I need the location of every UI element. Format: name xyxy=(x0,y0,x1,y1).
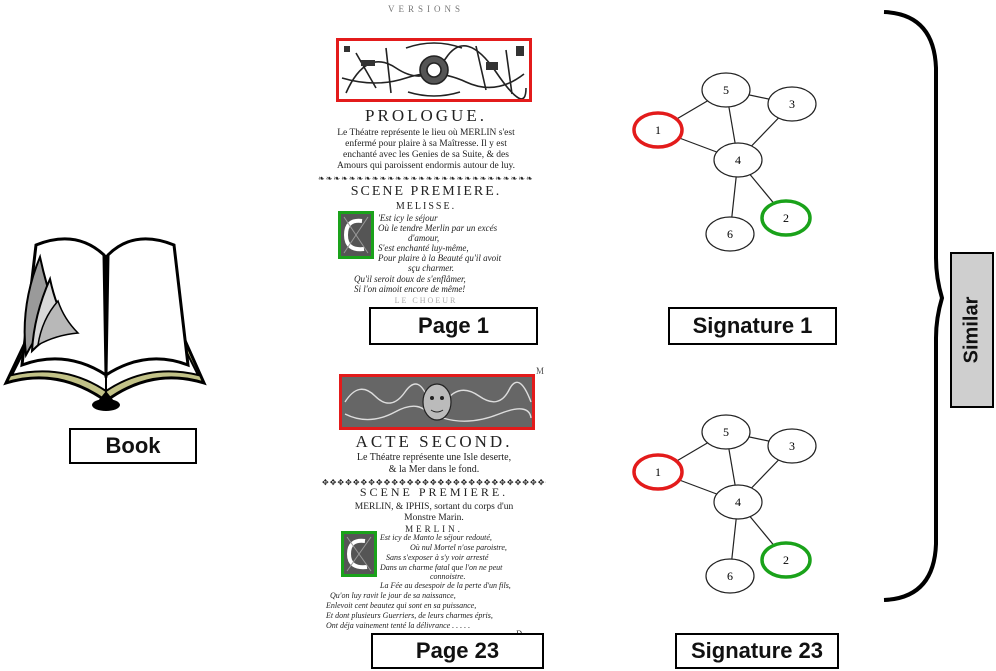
page-23-cast-2: Monstre Marin. xyxy=(404,513,464,523)
page-23-verse-8: Enlevoit cent beautez qui sont en sa pui… xyxy=(326,601,477,610)
page-23-cast-1: MERLIN, & IPHIS, sortant du corps d'un xyxy=(354,502,514,512)
page-23-corner: M xyxy=(535,366,544,376)
signature-23-node-1 xyxy=(632,453,684,491)
signature-1-node-2 xyxy=(760,199,812,237)
signature-1-node-3 xyxy=(767,86,817,122)
page-1-desc-1: Le Théatre représente le lieu où MERLIN … xyxy=(337,128,515,138)
signature-1-node-6 xyxy=(705,216,755,252)
page-23-verse-5: connoistre. xyxy=(430,572,466,581)
page-1-heading: PROLOGUE. xyxy=(365,106,487,125)
page-23-verse-4: Dans un charme fatal que l'on ne peut xyxy=(380,563,503,572)
signature-1-node-4 xyxy=(713,142,763,178)
signature-23-node-label-6: 6 xyxy=(727,569,733,583)
signature-23-node-label-1: 1 xyxy=(655,465,661,479)
page-23-verse-1: Est icy de Manto le séjour redouté, xyxy=(380,533,492,542)
page-1-desc-3: enchanté avec les Genies de sa Suite, & … xyxy=(343,150,509,160)
page-1-verse-8: Si l'on aimoit encore de même! xyxy=(354,284,466,294)
page-1-verse-7: Qu'il seroit doux de s'enflâmer, xyxy=(354,274,466,284)
page-1-scene: SCENE PREMIERE. xyxy=(350,184,502,199)
page-1-verse-1: 'Est icy le séjour xyxy=(378,213,438,223)
similar-label: Similar xyxy=(960,296,983,364)
signature-23-node-6 xyxy=(705,558,755,594)
page-23-verse-2: Où nul Mortel n'ose paroistre, xyxy=(410,543,507,552)
page-1-desc-4: Amours qui paroissent endormis autour de… xyxy=(336,161,515,171)
signature-1-node-1 xyxy=(632,111,684,149)
page-1-verse-2: Où le tendre Merlin par un excés xyxy=(378,223,498,233)
page-23-heading: ACTE SECOND. xyxy=(355,432,513,451)
page-23-ornament xyxy=(339,374,535,430)
book-illustration xyxy=(2,215,207,415)
page-1-divider: ❧❧❧❧❧❧❧❧❧❧❧❧❧❧❧❧❧❧❧❧❧❧❧❧❧❧❧❧❧❧❧❧❧❧ xyxy=(318,174,534,183)
similarity-brace xyxy=(883,10,945,602)
page-1-character: MELISSE. xyxy=(395,201,457,212)
signature-23-graph: 1 2 3 4 5 6 xyxy=(632,414,817,594)
signature-23-node-5 xyxy=(701,414,751,450)
page-23-character: MERLIN. xyxy=(405,524,463,534)
signature-1-node-label-1: 1 xyxy=(655,123,661,137)
page-1-footer: LE CHOEUR xyxy=(394,296,458,305)
signature-23-node-label-4: 4 xyxy=(735,495,741,509)
page-23-divider: ✥✥✥✥✥✥✥✥✥✥✥✥✥✥✥✥✥✥✥✥✥✥✥✥✥✥✥✥✥✥ xyxy=(322,478,546,487)
page-23-verse-9: Et dont plusieurs Guerriers, de leurs ch… xyxy=(326,611,493,620)
signature-23-node-label-3: 3 xyxy=(789,439,795,453)
page-1-desc-2: enfermé pour plaire à sa Maîtresse. Il y… xyxy=(345,139,507,149)
page-23-verse-6: La Fée au desespoir de la perte d'un fil… xyxy=(380,581,511,590)
book-label: Book xyxy=(69,428,197,464)
page-1-verse-6: sçu charmer. xyxy=(408,263,454,273)
signature-1-node-label-4: 4 xyxy=(735,153,741,167)
page-23-verse-3: Sans s'exposer à s'y voir arresté xyxy=(386,553,489,562)
page-1-verse-3: d'amour, xyxy=(408,233,440,243)
page-23-scene: SCENE PREMIERE. xyxy=(359,485,509,499)
signature-23-node-4 xyxy=(713,484,763,520)
page-23-label: Page 23 xyxy=(371,633,544,669)
signature-23-node-label-5: 5 xyxy=(723,425,729,439)
page-1-initial xyxy=(338,211,374,259)
page-23-scan: M ACTE SECOND. Le Théatre représente une… xyxy=(322,352,546,638)
similar-label-box: Similar xyxy=(950,252,994,408)
signature-1-node-label-6: 6 xyxy=(727,227,733,241)
signature-1-node-label-2: 2 xyxy=(783,211,789,225)
page-1-verse-4: S'est enchanté luy-même, xyxy=(378,243,469,253)
page-1-verse-5: Pour plaire à la Beauté qu'il avoit xyxy=(378,253,502,263)
page-23-verse-7: Qu'on luy ravit le jour de sa naissance, xyxy=(330,591,456,600)
signature-1-node-label-3: 3 xyxy=(789,97,795,111)
signature-1-graph: 1 2 3 4 5 6 xyxy=(632,72,817,252)
signature-1-node-5 xyxy=(701,72,751,108)
page-1-ornament xyxy=(336,38,532,102)
page-23-desc-2: & la Mer dans le fond. xyxy=(388,464,480,475)
page-1-scan: VERSIONS PROLOGUE. Le Théatre représente… xyxy=(318,4,534,308)
signature-23-label: Signature 23 xyxy=(675,633,839,669)
signature-1-node-label-5: 5 xyxy=(723,83,729,97)
page-23-initial xyxy=(341,531,377,577)
signature-23-node-3 xyxy=(767,428,817,464)
page-1-header: VERSIONS xyxy=(387,4,464,14)
signature-23-node-label-2: 2 xyxy=(783,553,789,567)
page-23-verse-10: Ont déja vainement tenté la délivrance .… xyxy=(326,621,471,630)
signature-23-node-2 xyxy=(760,541,812,579)
signature-1-label: Signature 1 xyxy=(668,307,837,345)
page-1-label: Page 1 xyxy=(369,307,538,345)
page-23-desc-1: Le Théatre représente une Isle deserte, xyxy=(356,452,512,463)
